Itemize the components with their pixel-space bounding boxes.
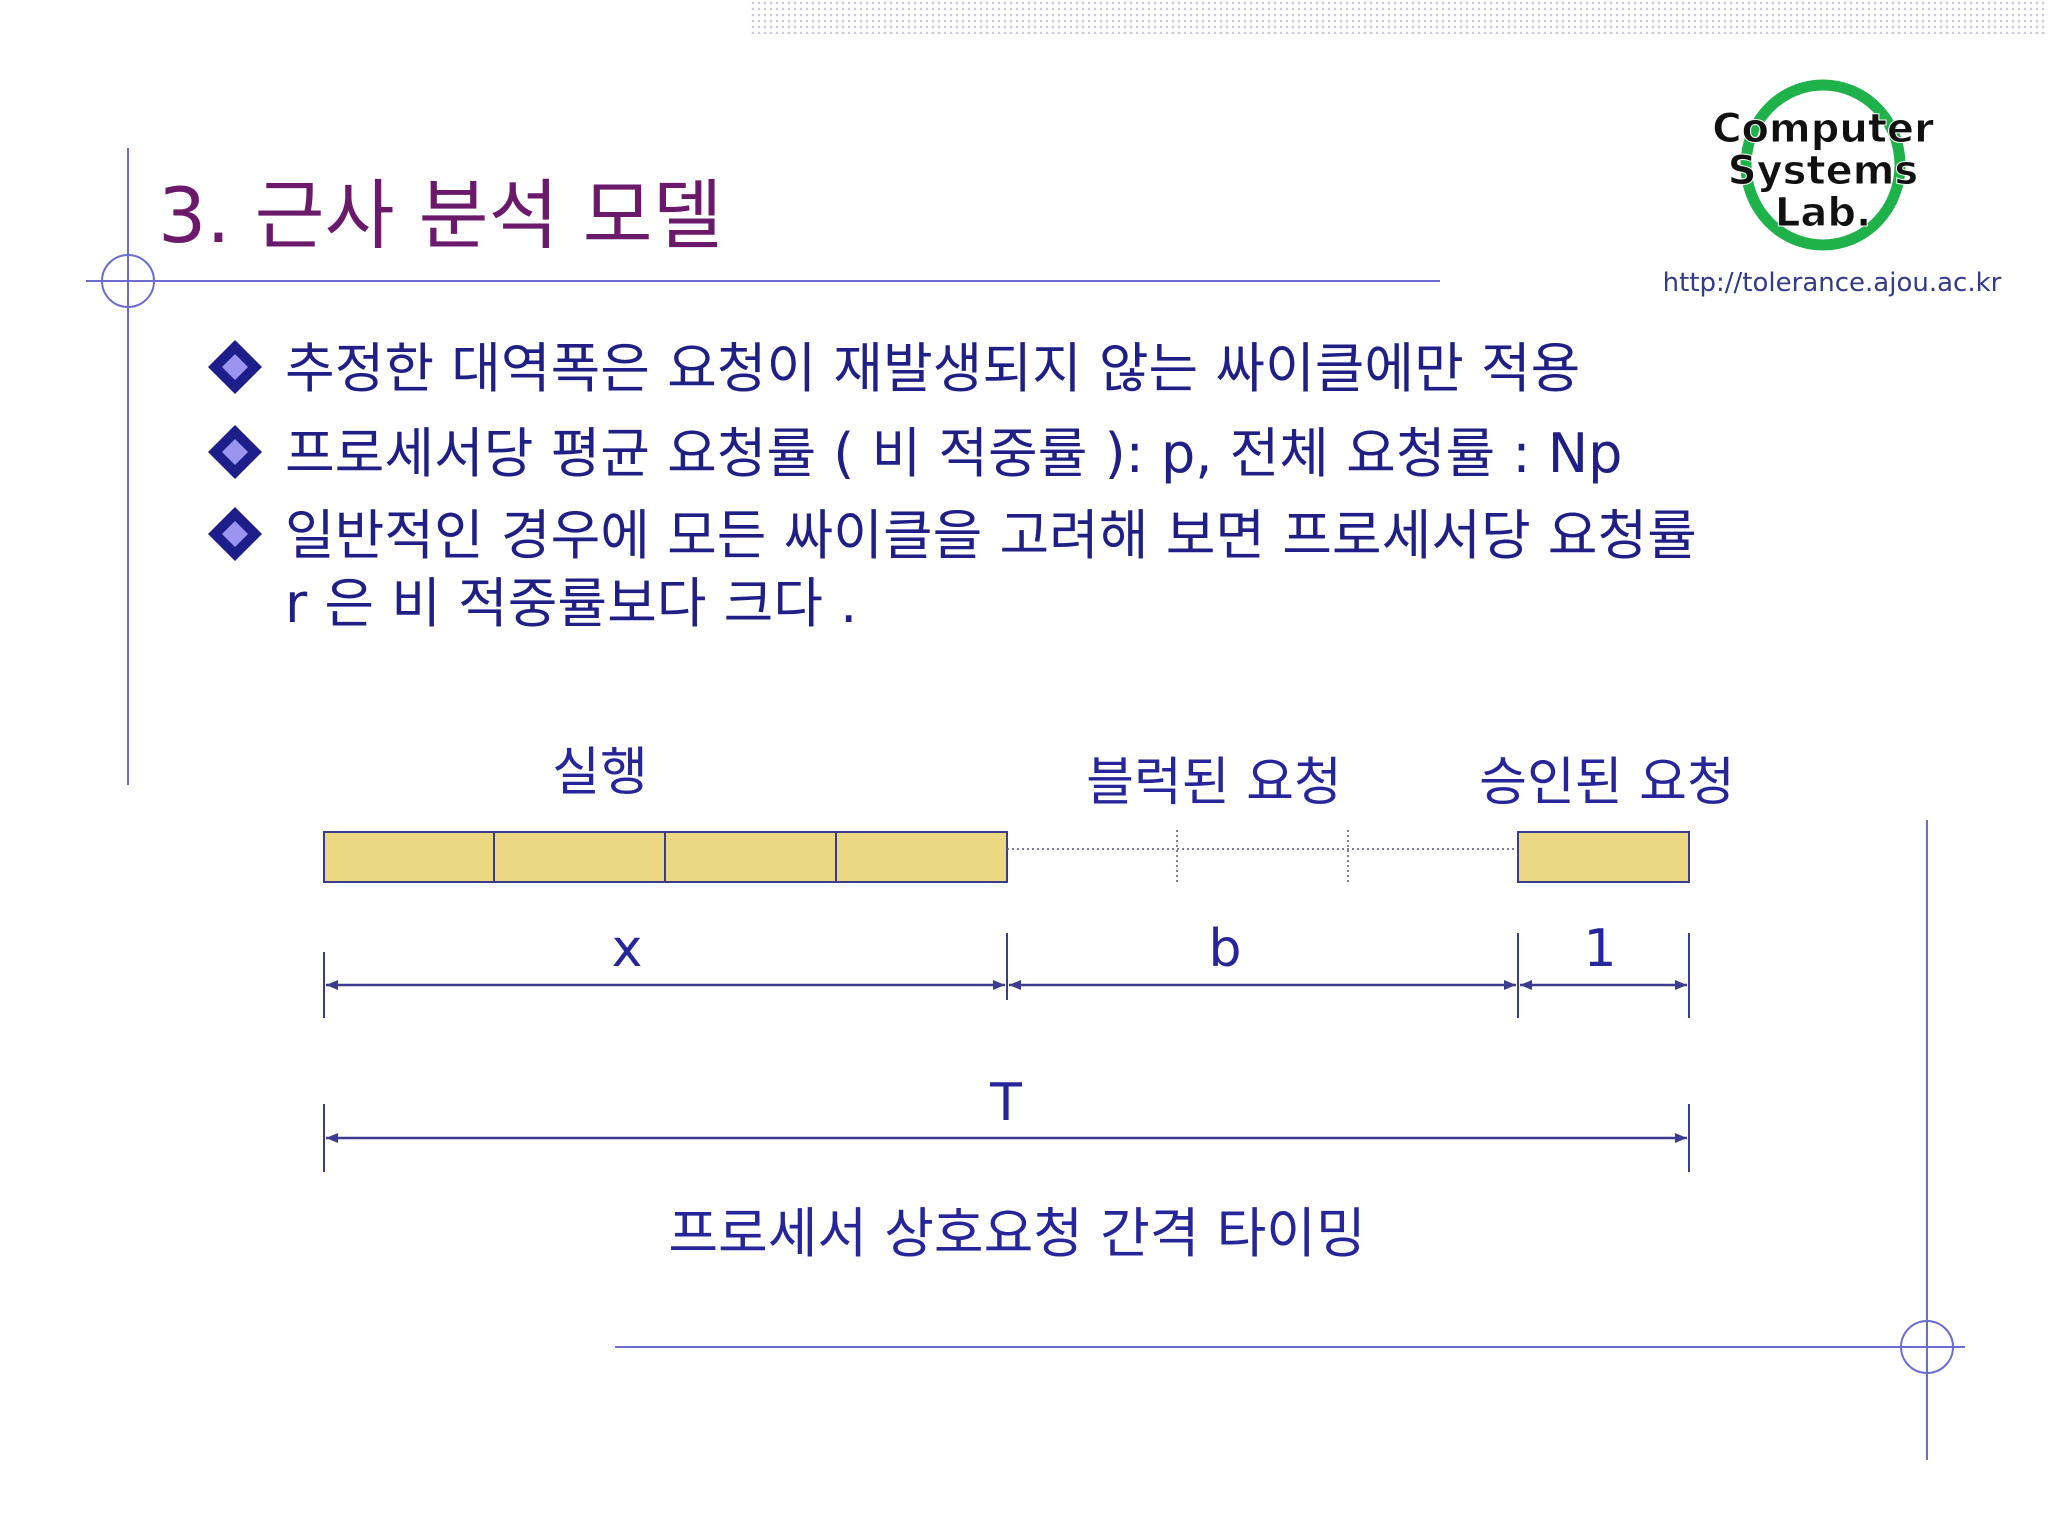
execution-cycle: [323, 831, 495, 883]
diamond-bullet-icon: [208, 507, 262, 561]
frame-lines: [86, 148, 1965, 1460]
slide-title: 3. 근사 분석 모델: [158, 171, 723, 260]
bullet-text: 추정한 대역폭은 요청이 재발생되지 않는 싸이클에만 적용: [285, 337, 1580, 400]
execution-cycle: [664, 831, 837, 883]
interval-markers: [323, 933, 1690, 1172]
bullet-text-continued: r 은 비 적중률보다 크다 .: [285, 572, 857, 635]
execution-bar: [323, 831, 1008, 883]
granted-cycle: [1517, 831, 1690, 883]
bullet-item: 추정한 대역폭은 요청이 재발생되지 않는 싸이클에만 적용: [208, 337, 1580, 400]
lab-logo: Computer Systems Lab.: [1712, 79, 1935, 251]
label-granted-request: 승인된 요청: [1479, 753, 1735, 813]
diamond-bullet-icon: [208, 425, 262, 479]
logo-line-2: Systems: [1728, 148, 1918, 194]
interval-arrows: [326, 980, 1687, 1143]
logo-line-3: Lab.: [1775, 190, 1871, 236]
interval-label-b: b: [1208, 919, 1241, 979]
execution-cycle: [493, 831, 666, 883]
bullet-item: 일반적인 경우에 모든 싸이클을 고려해 보면 프로세서당 요청률 r 은 비 …: [208, 504, 1697, 635]
logo-line-1: Computer: [1712, 106, 1934, 152]
logo-ring: [1740, 79, 1906, 251]
interval-label-one: 1: [1583, 919, 1616, 979]
label-blocked-request: 블럭된 요청: [1086, 753, 1342, 813]
bullet-text: 프로세서당 평균 요청률 ( 비 적중률 ): p, 전체 요청률 : Np: [285, 422, 1622, 485]
timing-diagram: 실행 블럭된 요청 승인된 요청: [323, 743, 1735, 1265]
diagram-caption: 프로세서 상호요청 간격 타이밍: [668, 1202, 1365, 1265]
diamond-bullet-icon: [208, 340, 262, 394]
bullet-item: 프로세서당 평균 요청률 ( 비 적중률 ): p, 전체 요청률 : Np: [208, 422, 1622, 485]
bullet-list: 추정한 대역폭은 요청이 재발생되지 않는 싸이클에만 적용 프로세서당 평균 …: [208, 337, 1697, 635]
label-execute: 실행: [552, 743, 648, 803]
execution-cycle: [835, 831, 1008, 883]
blocked-cycles: [1007, 830, 1518, 882]
header-pattern: [750, 0, 2048, 34]
bullet-text: 일반적인 경우에 모든 싸이클을 고려해 보면 프로세서당 요청률: [285, 504, 1697, 567]
interval-label-T: T: [989, 1073, 1022, 1133]
interval-label-x: x: [612, 919, 643, 979]
lab-url: http://tolerance.ajou.ac.kr: [1663, 268, 2002, 298]
